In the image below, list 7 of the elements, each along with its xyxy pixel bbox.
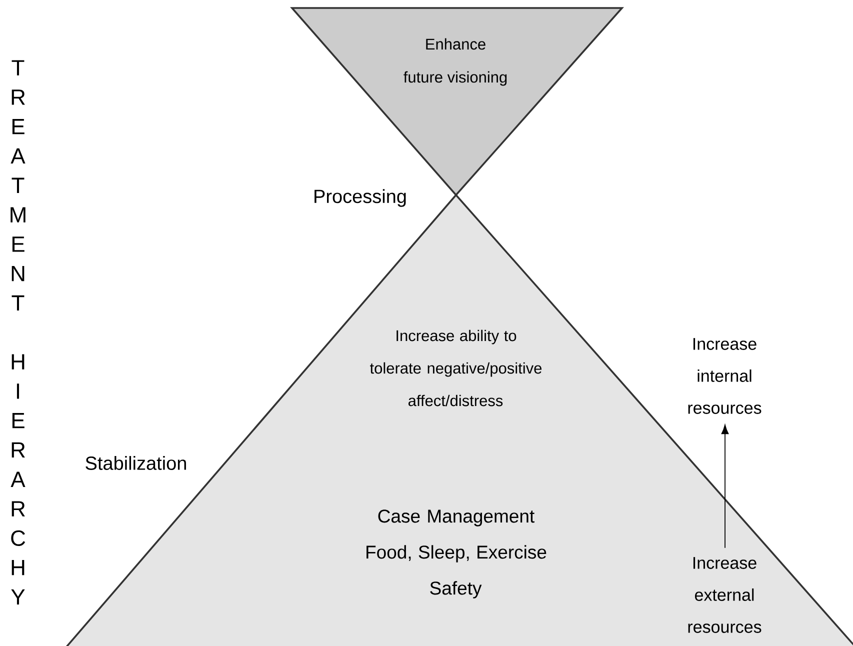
resource-label: Increase external resources — [688, 557, 762, 633]
node-label: Increase ability to tolerate negative/positive affect/distress — [370, 330, 542, 406]
stage-label: Stabilization — [86, 456, 186, 470]
node-label: Case Management Food, Sleep, Exercise Safety — [366, 510, 546, 598]
vertical-label: TREATMENT HIERARCHY — [10, 60, 26, 605]
resource-label: Increase internal resources — [688, 338, 762, 414]
arrow — [721, 424, 729, 548]
